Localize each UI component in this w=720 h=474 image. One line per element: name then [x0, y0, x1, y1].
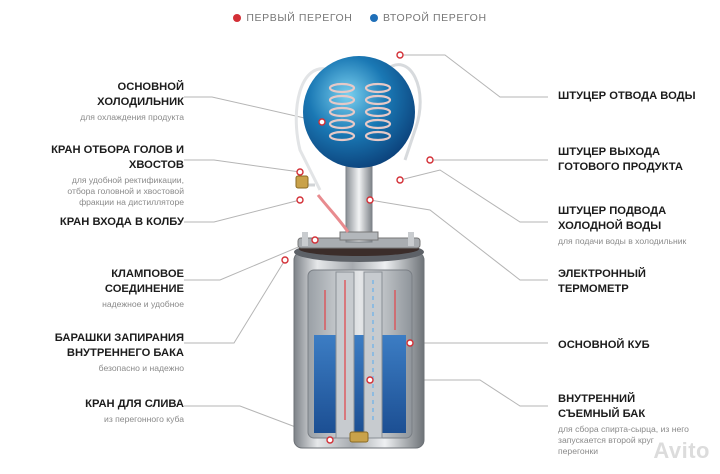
label-inner-tank-sub: для сбора спирта-сырца, из него запускае…	[558, 424, 689, 456]
label-wingnuts: БАРАШКИ ЗАПИРАНИЯ ВНУТРЕННЕГО БАКА безоп…	[8, 331, 184, 374]
label-thermometer-title: ЭЛЕКТРОННЫЙ ТЕРМОМЕТР	[558, 268, 646, 295]
legend-second: ВТОРОЙ ПЕРЕГОН	[370, 12, 487, 24]
label-clamp: КЛАМПОВОЕ СОЕДИНЕНИЕ надежное и удобное	[8, 267, 184, 310]
label-product-out: ШТУЦЕР ВЫХОДА ГОТОВОГО ПРОДУКТА	[558, 145, 718, 175]
label-heads-tap: КРАН ОТБОРА ГОЛОВ И ХВОСТОВ для удобной …	[8, 143, 184, 208]
label-main-cooler-title: ОСНОВНОЙ ХОЛОДИЛЬНИК	[97, 81, 184, 108]
legend-second-label: ВТОРОЙ ПЕРЕГОН	[383, 12, 487, 24]
legend-blue-dot-icon	[370, 14, 379, 22]
legend-first: ПЕРВЫЙ ПЕРЕГОН	[233, 12, 352, 24]
avito-watermark: Avito	[653, 438, 710, 463]
label-wingnuts-title: БАРАШКИ ЗАПИРАНИЯ ВНУТРЕННЕГО БАКА	[54, 332, 184, 359]
legend-first-label: ПЕРВЫЙ ПЕРЕГОН	[246, 12, 353, 24]
label-product-out-title: ШТУЦЕР ВЫХОДА ГОТОВОГО ПРОДУКТА	[558, 146, 683, 173]
label-thermometer: ЭЛЕКТРОННЫЙ ТЕРМОМЕТР	[558, 267, 718, 297]
label-main-cooler: ОСНОВНОЙ ХОЛОДИЛЬНИК для охлаждения прод…	[8, 80, 184, 123]
label-inner-tank: ВНУТРЕННИЙ СЪЕМНЫЙ БАК для сбора спирта-…	[558, 392, 718, 457]
label-inlet-tap: КРАН ВХОДА В КОЛБУ	[8, 215, 184, 230]
label-drain-tap-title: КРАН ДЛЯ СЛИВА	[85, 398, 184, 410]
label-main-cube: ОСНОВНОЙ КУБ	[558, 338, 718, 353]
label-clamp-sub: надежное и удобное	[102, 299, 184, 309]
legend: ПЕРВЫЙ ПЕРЕГОН ВТОРОЙ ПЕРЕГОН	[0, 12, 720, 25]
label-drain-tap: КРАН ДЛЯ СЛИВА из перегонного куба	[8, 397, 184, 425]
legend-red-dot-icon	[233, 14, 242, 22]
label-water-out-title: ШТУЦЕР ОТВОДА ВОДЫ	[558, 90, 696, 102]
label-water-out: ШТУЦЕР ОТВОДА ВОДЫ	[558, 89, 718, 104]
label-wingnuts-sub: безопасно и надежно	[98, 363, 184, 373]
label-heads-tap-sub: для удобной ректификации, отбора головно…	[67, 175, 184, 207]
label-drain-tap-sub: из перегонного куба	[104, 414, 184, 424]
label-water-in-sub: для подачи воды в холодильник	[558, 236, 687, 246]
label-main-cooler-sub: для охлаждения продукта	[80, 112, 184, 122]
label-clamp-title: КЛАМПОВОЕ СОЕДИНЕНИЕ	[104, 268, 184, 295]
label-inlet-tap-title: КРАН ВХОДА В КОЛБУ	[59, 216, 184, 228]
label-water-in-title: ШТУЦЕР ПОДВОДА ХОЛОДНОЙ ВОДЫ	[558, 205, 667, 232]
label-inner-tank-title: ВНУТРЕННИЙ СЪЕМНЫЙ БАК	[558, 393, 646, 420]
label-heads-tap-title: КРАН ОТБОРА ГОЛОВ И ХВОСТОВ	[51, 144, 184, 171]
label-main-cube-title: ОСНОВНОЙ КУБ	[558, 339, 650, 351]
label-water-in: ШТУЦЕР ПОДВОДА ХОЛОДНОЙ ВОДЫ для подачи …	[558, 204, 718, 247]
